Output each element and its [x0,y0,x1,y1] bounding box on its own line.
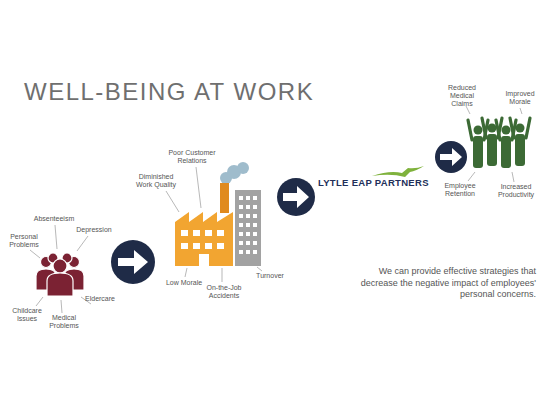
icon-label: Increased Productivity [493,183,539,199]
icon-label: Low Morale [164,279,204,287]
icon-label: Depression [72,226,116,234]
icon-label: On-the-Job Accidents [201,284,247,300]
icon-label: Employee Retention [438,182,482,198]
leader-lines [166,167,262,282]
icon-label: Poor Customer Relations [164,149,220,165]
icon-label: Reduced Medical Claims [440,84,484,108]
icon-label: Turnover [254,272,286,280]
icon-label: Absenteeism [29,215,79,223]
leader-lines [466,106,522,182]
icon-label: Diminished Work Quality [134,173,178,189]
leader-lines [30,225,91,313]
arrow-circle [435,141,467,173]
icon-label: Improved Morale [500,90,540,106]
caption: We can provide effective strategies that… [360,266,536,301]
diagram-title: WELL-BEING AT WORK [24,78,314,106]
icon-label: Personal Problems [6,233,42,249]
arrow-circle [277,178,315,216]
icon-label: Childcare Issues [8,307,46,323]
people-group [468,118,530,168]
people-group [36,253,84,296]
icon-label: Eldercare [82,295,118,303]
logo-swoosh [372,166,424,177]
icon-label: Medical Problems [44,314,84,330]
logo-text: LYTLE EAP PARTNERS [318,178,429,189]
factory [175,162,261,266]
arrow-circle [111,240,155,284]
